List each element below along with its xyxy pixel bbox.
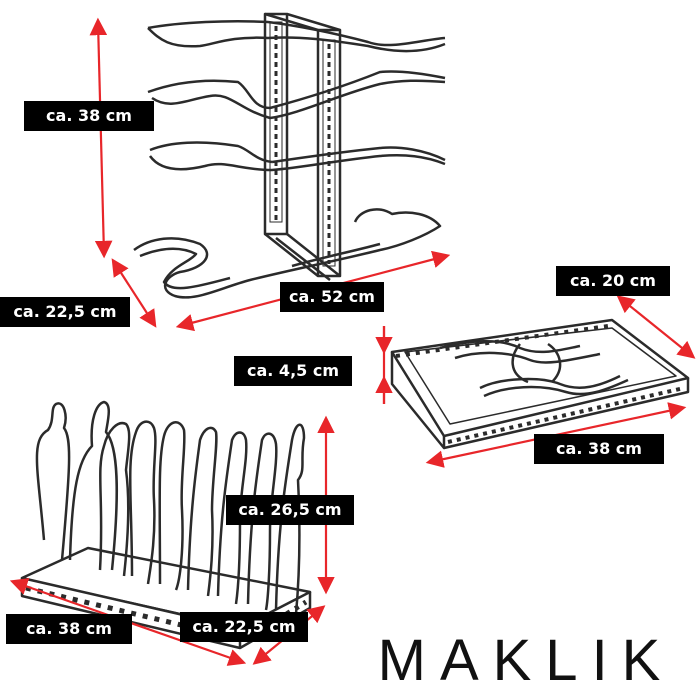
tall-height-arrow [89, 17, 113, 259]
tall-depth-arrow [111, 258, 157, 328]
tray-width-arrow [616, 295, 696, 359]
tall-organizer-slots [269, 21, 336, 267]
tray-slots [395, 324, 685, 444]
tall-organizer-slot-dashes [274, 26, 331, 264]
rack-depth-label: ca. 22,5 cm [180, 612, 308, 642]
tall-width-label: ca. 52 cm [280, 282, 384, 312]
tray-height-label: ca. 4,5 cm [234, 356, 352, 386]
tall-depth-label: ca. 22,5 cm [0, 297, 130, 327]
tray-width-label: ca. 20 cm [556, 266, 670, 296]
tray-organizer [390, 318, 690, 450]
tray-length-label: ca. 38 cm [534, 434, 664, 464]
brand-name: MAKLIK [378, 628, 675, 690]
rack-length-label: ca. 38 cm [6, 614, 132, 644]
tall-organizer [133, 12, 446, 299]
brand-logo: MAKLIK [378, 628, 675, 690]
tall-height-label: ca. 38 cm [24, 101, 154, 131]
rack-height-label: ca. 26,5 cm [226, 495, 354, 525]
